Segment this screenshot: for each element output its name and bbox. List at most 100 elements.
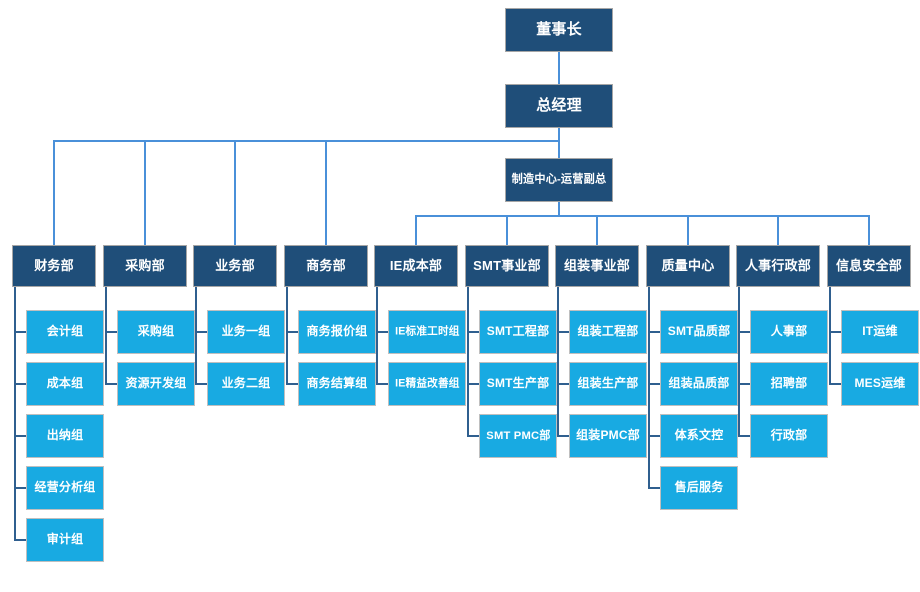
connector-vp-to-info-security xyxy=(868,215,870,245)
node-subunit-finance-0[interactable]: 会计组 xyxy=(26,310,104,354)
node-manufacturing-vp[interactable]: 制造中心-运营副总 xyxy=(505,158,613,202)
subunit-label-hr-admin-0: 人事部 xyxy=(770,324,808,339)
connector-trunk-smt-division xyxy=(467,287,469,436)
connector-gm-bus-to-vp xyxy=(558,140,560,158)
node-subunit-finance-1[interactable]: 成本组 xyxy=(26,362,104,406)
connector-branch-assembly-division-2 xyxy=(557,435,569,437)
node-subunit-assembly-division-1[interactable]: 组装生产部 xyxy=(569,362,647,406)
department-label-quality-center: 质量中心 xyxy=(661,257,715,273)
connector-gm-to-commerce xyxy=(325,140,327,245)
node-chairman[interactable]: 董事长 xyxy=(505,8,613,52)
connector-branch-quality-center-0 xyxy=(648,331,660,333)
department-label-purchasing: 采购部 xyxy=(125,257,165,273)
subunit-label-commerce-0: 商务报价组 xyxy=(306,324,368,339)
connector-trunk-commerce xyxy=(286,287,288,384)
node-subunit-business-0[interactable]: 业务一组 xyxy=(207,310,285,354)
node-subunit-smt-division-2[interactable]: SMT PMC部 xyxy=(479,414,557,458)
connector-branch-ie-cost-1 xyxy=(376,383,388,385)
node-department-purchasing[interactable]: 采购部 xyxy=(103,245,187,287)
subunit-label-business-0: 业务一组 xyxy=(221,324,271,339)
connector-branch-finance-1 xyxy=(14,383,26,385)
node-subunit-hr-admin-0[interactable]: 人事部 xyxy=(750,310,828,354)
connector-branch-smt-division-2 xyxy=(467,435,479,437)
department-label-hr-admin: 人事行政部 xyxy=(744,257,811,273)
connector-vp-to-ie-cost xyxy=(415,215,417,245)
node-subunit-hr-admin-1[interactable]: 招聘部 xyxy=(750,362,828,406)
connector-branch-business-1 xyxy=(195,383,207,385)
subunit-label-assembly-division-2: 组装PMC部 xyxy=(576,428,640,443)
node-subunit-finance-2[interactable]: 出纳组 xyxy=(26,414,104,458)
connector-branch-purchasing-0 xyxy=(105,331,117,333)
node-subunit-assembly-division-0[interactable]: 组装工程部 xyxy=(569,310,647,354)
connector-branch-finance-3 xyxy=(14,487,26,489)
node-subunit-smt-division-0[interactable]: SMT工程部 xyxy=(479,310,557,354)
subunit-label-smt-division-2: SMT PMC部 xyxy=(485,428,551,442)
node-department-assembly-division[interactable]: 组装事业部 xyxy=(555,245,639,287)
connector-branch-hr-admin-1 xyxy=(738,383,750,385)
connector-branch-commerce-1 xyxy=(286,383,298,385)
subunit-label-quality-center-1: 组装品质部 xyxy=(668,376,730,391)
subunit-label-finance-0: 会计组 xyxy=(46,324,84,339)
node-subunit-finance-3[interactable]: 经营分析组 xyxy=(26,466,104,510)
connector-bus-manufacturing-vp xyxy=(415,215,869,217)
node-department-ie-cost[interactable]: IE成本部 xyxy=(374,245,458,287)
department-label-commerce: 商务部 xyxy=(306,257,346,273)
node-department-info-security[interactable]: 信息安全部 xyxy=(827,245,911,287)
subunit-label-business-1: 业务二组 xyxy=(221,376,271,391)
node-department-quality-center[interactable]: 质量中心 xyxy=(646,245,730,287)
node-subunit-purchasing-0[interactable]: 采购组 xyxy=(117,310,195,354)
connector-gm-to-business xyxy=(234,140,236,245)
connector-branch-ie-cost-0 xyxy=(376,331,388,333)
node-subunit-quality-center-1[interactable]: 组装品质部 xyxy=(660,362,738,406)
subunit-label-finance-4: 审计组 xyxy=(46,532,84,547)
connector-vp-to-bus xyxy=(558,202,560,215)
subunit-label-assembly-division-1: 组装生产部 xyxy=(577,376,639,391)
node-subunit-commerce-1[interactable]: 商务结算组 xyxy=(298,362,376,406)
node-department-hr-admin[interactable]: 人事行政部 xyxy=(736,245,820,287)
node-general-manager[interactable]: 总经理 xyxy=(505,84,613,128)
connector-gm-to-finance xyxy=(53,140,55,245)
connector-trunk-info-security xyxy=(829,287,831,384)
subunit-label-purchasing-1: 资源开发组 xyxy=(125,376,187,391)
node-subunit-hr-admin-2[interactable]: 行政部 xyxy=(750,414,828,458)
connector-vp-to-hr-admin xyxy=(777,215,779,245)
node-subunit-info-security-1[interactable]: MES运维 xyxy=(841,362,919,406)
connector-trunk-quality-center xyxy=(648,287,650,488)
connector-branch-smt-division-0 xyxy=(467,331,479,333)
connector-bus-general-manager xyxy=(53,140,559,142)
subunit-label-finance-2: 出纳组 xyxy=(46,428,84,443)
node-department-finance[interactable]: 财务部 xyxy=(12,245,96,287)
node-department-business[interactable]: 业务部 xyxy=(193,245,277,287)
department-label-assembly-division: 组装事业部 xyxy=(563,257,630,273)
department-label-business: 业务部 xyxy=(215,257,255,273)
node-subunit-business-1[interactable]: 业务二组 xyxy=(207,362,285,406)
node-department-smt-division[interactable]: SMT事业部 xyxy=(465,245,549,287)
node-subunit-commerce-0[interactable]: 商务报价组 xyxy=(298,310,376,354)
node-subunit-ie-cost-1[interactable]: IE精益改善组 xyxy=(388,362,466,406)
node-subunit-quality-center-2[interactable]: 体系文控 xyxy=(660,414,738,458)
connector-branch-hr-admin-2 xyxy=(738,435,750,437)
connector-branch-finance-2 xyxy=(14,435,26,437)
node-subunit-ie-cost-0[interactable]: IE标准工时组 xyxy=(388,310,466,354)
node-subunit-quality-center-3[interactable]: 售后服务 xyxy=(660,466,738,510)
subunit-label-quality-center-3: 售后服务 xyxy=(674,480,724,495)
node-subunit-smt-division-1[interactable]: SMT生产部 xyxy=(479,362,557,406)
connector-trunk-purchasing xyxy=(105,287,107,384)
subunit-label-info-security-0: IT运维 xyxy=(862,324,898,339)
connector-vp-to-quality-center xyxy=(687,215,689,245)
node-subunit-purchasing-1[interactable]: 资源开发组 xyxy=(117,362,195,406)
department-label-ie-cost: IE成本部 xyxy=(389,257,443,273)
node-subunit-assembly-division-2[interactable]: 组装PMC部 xyxy=(569,414,647,458)
connector-branch-business-0 xyxy=(195,331,207,333)
connector-vp-to-smt-division xyxy=(506,215,508,245)
node-subunit-quality-center-0[interactable]: SMT品质部 xyxy=(660,310,738,354)
connector-trunk-business xyxy=(195,287,197,384)
subunit-label-finance-3: 经营分析组 xyxy=(34,480,96,495)
node-department-commerce[interactable]: 商务部 xyxy=(284,245,368,287)
connector-branch-quality-center-1 xyxy=(648,383,660,385)
node-subunit-info-security-0[interactable]: IT运维 xyxy=(841,310,919,354)
subunit-label-ie-cost-0: IE标准工时组 xyxy=(394,325,460,338)
node-subunit-finance-4[interactable]: 审计组 xyxy=(26,518,104,562)
connector-trunk-ie-cost xyxy=(376,287,378,384)
